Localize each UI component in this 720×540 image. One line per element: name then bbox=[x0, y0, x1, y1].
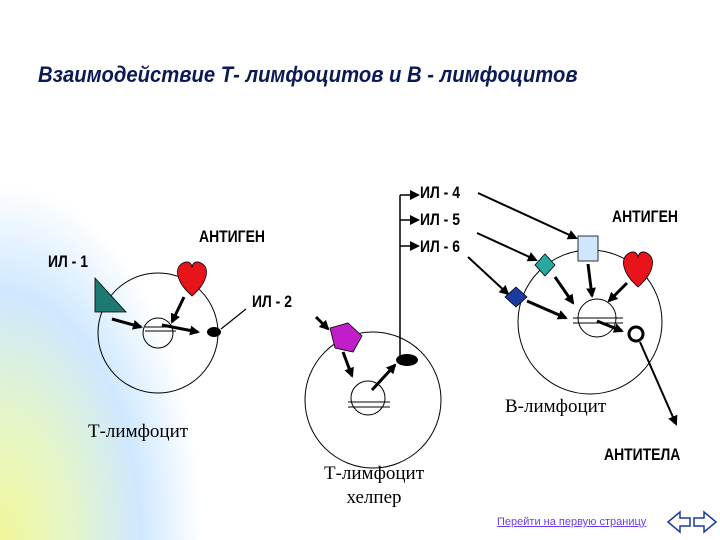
antibody-ring-icon bbox=[627, 325, 645, 343]
arrow-il6-to-b-cell bbox=[526, 299, 568, 320]
arrow-to-il2-blob bbox=[314, 315, 330, 331]
slide-title: Взаимодействие Т- лимфоцитов и В - лимфо… bbox=[38, 62, 578, 87]
label-il2: ИЛ - 2 bbox=[252, 292, 292, 311]
label-il6: ИЛ - 6 bbox=[420, 237, 460, 256]
forward-arrow-button[interactable] bbox=[693, 510, 718, 534]
il5-diamond-icon bbox=[534, 253, 556, 277]
il2-release-dot bbox=[207, 327, 221, 337]
caption-t-helper-line2: хелпер bbox=[346, 487, 402, 508]
label-il4: ИЛ - 4 bbox=[420, 183, 460, 202]
label-il1: ИЛ - 1 bbox=[48, 252, 88, 271]
label-antibodies: АНТИТЕЛА bbox=[604, 445, 681, 464]
antigen-heart-right-icon bbox=[623, 251, 653, 288]
arrow-il6-to-diamond bbox=[467, 256, 510, 296]
label-antigen-right: АНТИГЕН bbox=[612, 207, 678, 226]
t-helper-cell bbox=[304, 331, 442, 469]
arrow-il4-to-b-cell bbox=[477, 192, 578, 240]
arrow-il1-to-t-cell bbox=[111, 317, 143, 330]
arrow-heart-to-b-cell bbox=[607, 281, 629, 303]
caption-b-lymphocyte: В-лимфоцит bbox=[505, 396, 607, 417]
il6-diamond-icon bbox=[504, 286, 528, 308]
caption-t-helper: Т-лимфоцит хелпер bbox=[308, 462, 440, 510]
arrow-to-antibodies bbox=[639, 341, 678, 426]
arrow-il2-to-helper bbox=[220, 308, 247, 330]
label-antigen-left: АНТИГЕН bbox=[199, 227, 265, 246]
arrow-antigen-to-t-cell bbox=[170, 296, 186, 324]
t-lymphocyte-cell bbox=[97, 272, 219, 394]
antigen-heart-icon bbox=[177, 261, 207, 297]
il-release-dot bbox=[396, 354, 418, 366]
arrow-helper-internal bbox=[370, 363, 397, 392]
back-arrow-button[interactable] bbox=[666, 510, 691, 534]
arrow-left-icon bbox=[666, 510, 691, 534]
arrow-diamond-to-b-cell bbox=[553, 276, 575, 305]
caption-t-lymphocyte: Т-лимфоцит bbox=[88, 421, 189, 442]
il1-triangle-icon bbox=[94, 276, 127, 313]
arrow-square-to-b-cell bbox=[586, 263, 596, 298]
arrow-blob-to-helper bbox=[341, 351, 354, 378]
il2-blob-icon bbox=[329, 322, 363, 353]
arrow-t-cell-to-receptor bbox=[161, 323, 200, 336]
antigen-square-icon bbox=[577, 235, 599, 262]
first-page-link[interactable]: Перейти на первую страницу bbox=[497, 516, 647, 528]
arrow-right-icon bbox=[693, 510, 718, 534]
caption-t-helper-line1: Т-лимфоцит bbox=[323, 463, 425, 484]
label-il5: ИЛ - 5 bbox=[420, 210, 460, 229]
arrow-b-cell-receptor bbox=[596, 319, 624, 333]
arrow-il5-to-diamond bbox=[476, 232, 538, 262]
